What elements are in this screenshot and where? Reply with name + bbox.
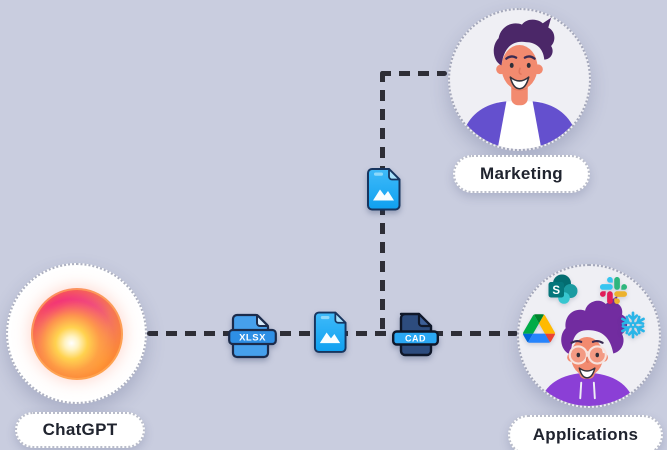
- avatar-smile: [509, 76, 530, 90]
- avatar-brow: [570, 339, 583, 344]
- avatar-brow: [591, 339, 604, 344]
- applications-label: Applications: [508, 415, 663, 450]
- avatar-smile: [578, 367, 596, 379]
- avatar-hoodie: [538, 372, 636, 406]
- slack-icon: [600, 277, 627, 304]
- avatar-eye: [595, 352, 600, 358]
- applications-node: [517, 264, 661, 408]
- xlsx-file-icon: XLSX: [228, 313, 277, 359]
- sharepoint-icon: S: [548, 274, 578, 304]
- marketing-node: [448, 8, 591, 151]
- cad-file-label: CAD: [405, 333, 426, 343]
- avatar-hair: [493, 19, 555, 66]
- avatar-eye: [526, 62, 531, 68]
- marketing-label: Marketing: [453, 155, 590, 193]
- avatar-eye: [509, 62, 514, 68]
- chatgpt-orb-icon: [30, 287, 123, 380]
- image-file-icon: [313, 311, 347, 354]
- snowflake-icon: [617, 309, 649, 341]
- connector-to-marketing: [380, 71, 447, 76]
- avatar-brow: [523, 55, 536, 60]
- avatar-nose: [518, 67, 522, 75]
- image-file-icon: [366, 167, 401, 212]
- sharepoint-letter: S: [552, 285, 560, 297]
- chatgpt-node: [6, 263, 147, 404]
- avatar-nose: [585, 356, 589, 363]
- applications-avatar: [538, 295, 636, 406]
- avatar-eye: [576, 352, 581, 358]
- avatar-glasses-bridge: [585, 351, 590, 354]
- hoodie-drawstring: [592, 381, 596, 400]
- avatar-hair: [561, 300, 628, 355]
- marketing-avatar: [459, 17, 580, 149]
- google-drive-icon: [523, 314, 555, 343]
- xlsx-file-label: XLSX: [239, 333, 266, 344]
- chatgpt-label: ChatGPT: [15, 412, 145, 448]
- hoodie-drawstring: [579, 381, 583, 400]
- avatar-hair-tuft: [539, 17, 552, 32]
- avatar-brow: [505, 55, 518, 60]
- cad-file-icon: CAD: [392, 312, 439, 359]
